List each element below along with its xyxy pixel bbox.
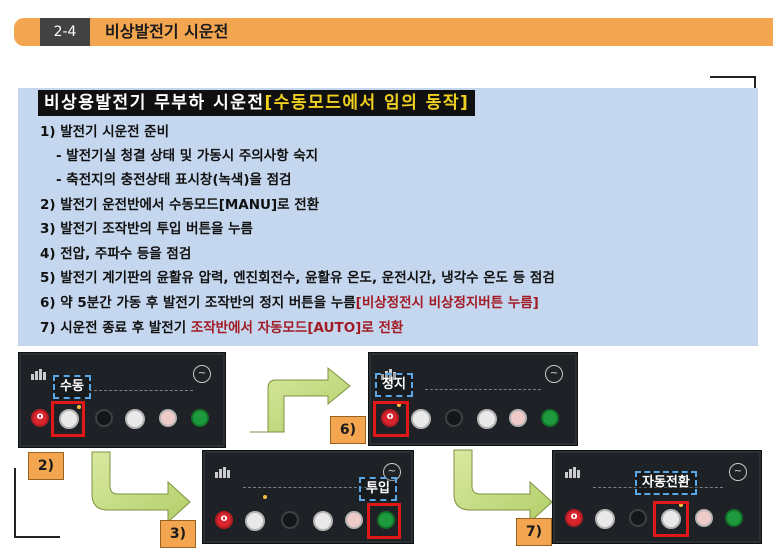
mode-label: 투입 xyxy=(359,477,397,501)
manual-button[interactable] xyxy=(59,409,79,429)
level-icon xyxy=(31,365,47,380)
manual-button[interactable] xyxy=(411,409,431,429)
arrow-6-to-7 xyxy=(453,449,553,524)
highlight-box xyxy=(653,501,689,537)
highlight-box xyxy=(51,401,85,437)
corner-line xyxy=(14,536,60,538)
test-button[interactable] xyxy=(125,409,145,429)
panel-divider xyxy=(593,487,723,488)
auto-button[interactable] xyxy=(509,409,527,427)
start-button[interactable] xyxy=(191,409,209,427)
status-led xyxy=(77,405,81,409)
highlight-box xyxy=(367,503,401,539)
manual-button[interactable] xyxy=(595,509,615,529)
step-3: 3) 발전기 조작반의 투입 버튼을 누름 xyxy=(40,221,253,237)
sine-icon: ~ xyxy=(729,463,747,481)
step-1: 1) 발전기 시운전 준비 xyxy=(40,124,170,140)
stop-button[interactable]: o xyxy=(565,509,583,527)
stop-button[interactable]: o xyxy=(31,409,49,427)
step-label-7: 7) xyxy=(516,518,552,546)
control-panel-auto: ~ 자동전환 o xyxy=(552,450,762,544)
step-label-2: 2) xyxy=(28,452,64,480)
section-header-bar xyxy=(14,18,773,46)
step-6-note: [비상정전시 비상정지버튼 누름] xyxy=(355,295,539,311)
section-title: 비상발전기 시운전 xyxy=(105,22,229,41)
sine-icon: ~ xyxy=(545,365,563,383)
auto-button[interactable] xyxy=(345,511,363,529)
blank-button[interactable] xyxy=(281,511,299,529)
title-main: 비상용발전기 무부하 시운전 xyxy=(44,93,265,113)
stop-icon: o xyxy=(36,411,44,422)
control-panel-start: ~ 투입 o xyxy=(202,450,414,544)
step-2: 2) 발전기 운전반에서 수동모드[MANU]로 전환 xyxy=(40,197,320,213)
level-icon xyxy=(565,463,581,478)
mode-label: 정지 xyxy=(375,373,413,397)
auto-button[interactable] xyxy=(695,509,713,527)
arrow-3-to-6 xyxy=(250,366,351,433)
control-panel-stop: ~ 정지 o xyxy=(368,352,578,446)
section-number: 2-4 xyxy=(40,18,90,46)
test-button[interactable] xyxy=(313,511,333,531)
start-button[interactable] xyxy=(377,511,395,529)
step-label-3: 3) xyxy=(160,520,196,548)
corner-line xyxy=(710,76,756,78)
step-6-text: 6) 약 5분간 가동 후 발전기 조작반의 정지 버튼을 누름 xyxy=(40,295,356,311)
step-7-note: 조작반에서 자동모드[AUTO]로 전환 xyxy=(190,320,404,336)
test-button[interactable] xyxy=(661,509,681,529)
blank-button[interactable] xyxy=(95,409,113,427)
step-5: 5) 발전기 계기판의 윤활유 압력, 엔진회전수, 윤활유 온도, 운전시간,… xyxy=(40,270,555,286)
content-title: 비상용발전기 무부하 시운전[수동모드에서 임의 동작] xyxy=(38,90,476,116)
stop-icon: o xyxy=(570,511,578,522)
blank-button[interactable] xyxy=(445,409,463,427)
panel-divider xyxy=(243,487,377,488)
manual-button[interactable] xyxy=(245,511,265,531)
panel-divider xyxy=(89,390,193,391)
control-panel-manual: ~ 수동 o xyxy=(18,352,226,448)
blank-button[interactable] xyxy=(629,509,647,527)
sine-icon: ~ xyxy=(383,463,401,481)
corner-line xyxy=(14,468,16,538)
mode-label: 수동 xyxy=(53,375,91,399)
stop-button[interactable]: o xyxy=(381,409,399,427)
mode-label: 자동전환 xyxy=(635,471,697,495)
highlight-box xyxy=(373,401,409,437)
stop-button[interactable]: o xyxy=(215,511,233,529)
level-icon xyxy=(215,463,231,478)
step-label-6: 6) xyxy=(330,416,366,444)
step-4: 4) 전압, 주파수 등을 점검 xyxy=(40,246,192,262)
step-7: 7) 시운전 종료 후 발전기 조작반에서 자동모드[AUTO]로 전환 xyxy=(40,318,403,338)
arrow-2-to-3 xyxy=(91,451,191,524)
panel-divider xyxy=(425,389,541,390)
stop-icon: o xyxy=(386,411,394,422)
status-led xyxy=(397,403,401,407)
step-1b: - 축전지의 충전상태 표시창(녹색)을 점검 xyxy=(56,172,292,188)
content-box xyxy=(18,88,758,346)
start-button[interactable] xyxy=(541,409,559,427)
test-button[interactable] xyxy=(477,409,497,429)
step-1a: - 발전기실 청결 상태 및 가동시 주의사항 숙지 xyxy=(56,148,319,164)
auto-button[interactable] xyxy=(159,409,177,427)
status-led xyxy=(679,503,683,507)
status-led xyxy=(263,495,267,499)
step-6: 6) 약 5분간 가동 후 발전기 조작반의 정지 버튼을 누름[비상정전시 비… xyxy=(40,293,539,313)
title-highlight: [수동모드에서 임의 동작] xyxy=(264,93,470,113)
sine-icon: ~ xyxy=(193,365,211,383)
step-7-text: 7) 시운전 종료 후 발전기 xyxy=(40,320,191,336)
stop-icon: o xyxy=(220,513,228,524)
start-button[interactable] xyxy=(725,509,743,527)
